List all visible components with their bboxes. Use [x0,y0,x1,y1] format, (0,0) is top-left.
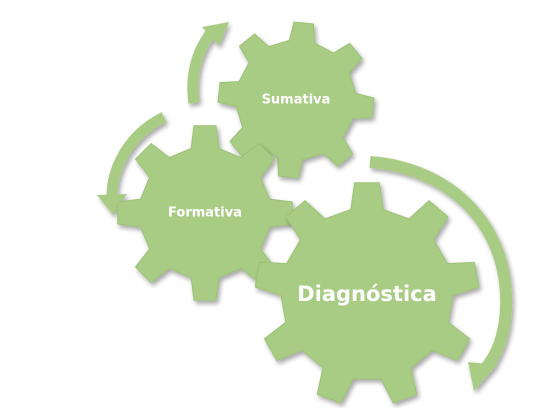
gear-diagnostica: Diagnóstica [254,182,480,404]
gear-sumativa: Sumativa [217,21,375,179]
curved-arrow-up-icon [187,22,229,104]
gear-formativa: Formativa [117,125,293,301]
curved-arrow-down-icon [97,112,167,215]
curved-arrow-down-icon [369,156,513,391]
gear-label-diagnostica: Diagnóstica [297,282,437,306]
gear-label-sumativa: Sumativa [262,93,331,108]
gear-label-formativa: Formativa [168,206,242,221]
